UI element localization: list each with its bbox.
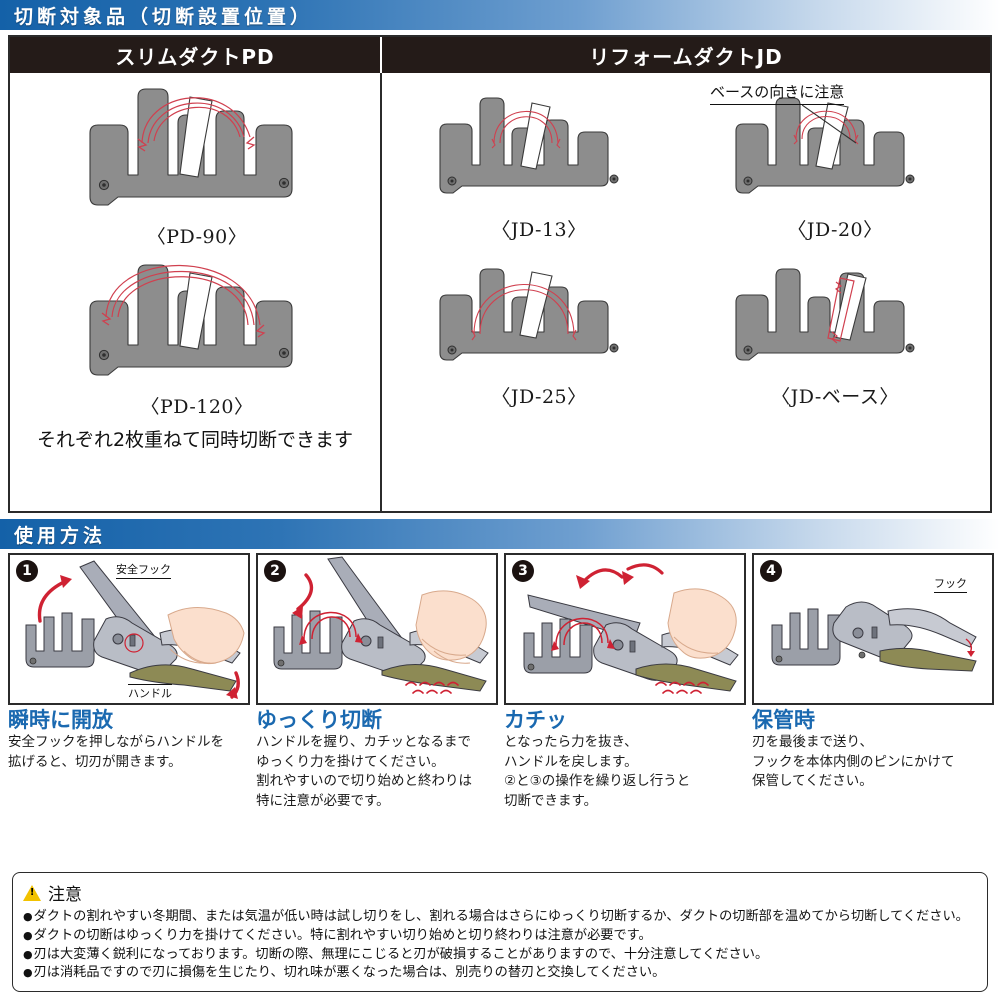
step-1-body: 安全フックを押しながらハンドルを 拡げると、切刃が開きます。 (8, 734, 224, 770)
jd-base-leader-line (802, 104, 857, 144)
figure-pd-120-caption: 〈PD-120〉 (140, 396, 254, 418)
step-1-label-safety-hook-underline (116, 578, 171, 579)
product-table-body: 〈PD-90〉 〈P (10, 73, 990, 511)
caution-item: 刃は消耗品ですので刃に損傷を生じたり、切れ味が悪くなった場合は、別売りの替刃と交… (23, 964, 977, 983)
pd-90-diagram (89, 88, 293, 206)
products-section-header: 切断対象品（切断設置位置） (0, 0, 1000, 30)
caution-box: 注意 ダクトの割れやすい冬期間、または気温が低い時は試し切りをし、割れる場合はさ… (12, 872, 988, 992)
step-1-heading: 瞬時に開放 (8, 708, 113, 732)
figure-jd-20-caption: 〈JD-20〉 (787, 219, 883, 241)
usage-step-2: 2 (256, 553, 498, 811)
figure-pd-90: 〈PD-90〉 (62, 81, 332, 249)
step-2-heading: ゆっくり切断 (256, 708, 382, 732)
step-1-label-handle-overline (128, 684, 172, 685)
step-2-number-badge: 2 (264, 560, 286, 582)
caution-title: 注意 (48, 885, 82, 906)
pd-column: 〈PD-90〉 〈P (10, 73, 382, 511)
step-2-illustration: 2 (256, 553, 498, 705)
caution-header: 注意 (23, 880, 977, 905)
jd-base-warning-underline (710, 104, 845, 105)
step-4-illustration: 4 フック (752, 553, 994, 705)
step-3-illustration: 3 (504, 553, 746, 705)
usage-section-title: 使用方法 (14, 524, 107, 547)
jd-base-warning-label: ベースの向きに注意 (710, 81, 845, 105)
usage-section-header: 使用方法 (0, 519, 1000, 549)
usage-step-4: 4 フック 保管時 刃を最後まで送り、 フックを本体内側のピンにかけて 保管して… (752, 553, 994, 811)
step-2-tool-drawing (273, 556, 489, 694)
usage-steps: 1 (8, 553, 994, 811)
step-3-number-badge: 3 (512, 560, 534, 582)
step-4-number-badge: 4 (760, 560, 782, 582)
column-header-pd: スリムダクトPD (10, 37, 382, 73)
caution-item: ダクトの割れやすい冬期間、または気温が低い時は試し切りをし、割れる場合はさらにゆ… (23, 908, 977, 927)
caution-list: ダクトの割れやすい冬期間、または気温が低い時は試し切りをし、割れる場合はさらにゆ… (23, 908, 977, 983)
step-1-illustration: 1 (8, 553, 250, 705)
usage-step-3: 3 (504, 553, 746, 811)
jd-base-warning-text: ベースの向きに注意 (710, 83, 845, 101)
step-2-body: ハンドルを握り、カチッとなるまで ゆっくり力を掛けてください。 割れやすいので切… (256, 734, 472, 809)
figure-jd-base: 〈JD-ベース〉 (700, 258, 970, 409)
step-4-heading: 保管時 (752, 708, 815, 732)
step-4-tool-drawing (771, 601, 977, 672)
step-3-tool-drawing (523, 563, 739, 694)
column-header-jd: リフォームダクトJD (382, 37, 990, 73)
figure-jd-25-caption: 〈JD-25〉 (491, 386, 587, 408)
product-table: スリムダクトPD リフォームダクトJD (8, 35, 992, 513)
products-section-title: 切断対象品（切断設置位置） (14, 5, 314, 28)
pd-120-diagram (89, 264, 293, 376)
caution-item: 刃は大変薄く鋭利になっております。切断の際、無理にこじると刃が破損することがあり… (23, 946, 977, 965)
step-1-label-safety-hook: 安全フック (116, 561, 171, 579)
pd-note: それぞれ2枚重ねて同時切断できます (36, 429, 354, 451)
usage-step-1: 1 (8, 553, 250, 811)
step-4-label-hook-underline (934, 592, 967, 593)
step-4-body: 刃を最後まで送り、 フックを本体内側のピンにかけて 保管してください。 (752, 734, 955, 790)
product-table-header-row: スリムダクトPD リフォームダクトJD (10, 37, 990, 73)
warning-triangle-icon (23, 884, 41, 901)
jd-25-diagram (438, 268, 618, 361)
jd-column: 〈JD-13〉 〈JD-20〉 (382, 73, 990, 511)
step-4-label-hook: フック (934, 575, 967, 593)
step-3-body: となったら力を抜き、 ハンドルを戻します。 ②と③の操作を繰り返し行うと 切断で… (504, 734, 691, 809)
step-1-label-handle: ハンドル (128, 683, 172, 701)
figure-jd-13-caption: 〈JD-13〉 (491, 219, 587, 241)
figure-pd-90-caption: 〈PD-90〉 (146, 226, 248, 248)
figure-jd-base-caption: 〈JD-ベース〉 (771, 386, 899, 408)
step-1-number-badge: 1 (16, 560, 38, 582)
jd-base-diagram (734, 268, 914, 361)
figure-jd-20: 〈JD-20〉 (700, 91, 970, 242)
figure-pd-120: 〈PD-120〉 (62, 251, 332, 419)
step-1-tool-drawing (25, 560, 245, 699)
jd-20-diagram (734, 97, 914, 194)
figure-jd-25: 〈JD-25〉 (404, 258, 674, 409)
caution-item: ダクトの切断はゆっくり力を掛けてください。特に割れやすい切り始めと切り終わりは注… (23, 927, 977, 946)
step-3-heading: カチッ (504, 708, 567, 732)
jd-13-diagram (438, 97, 618, 194)
figure-jd-13: 〈JD-13〉 (404, 91, 674, 242)
